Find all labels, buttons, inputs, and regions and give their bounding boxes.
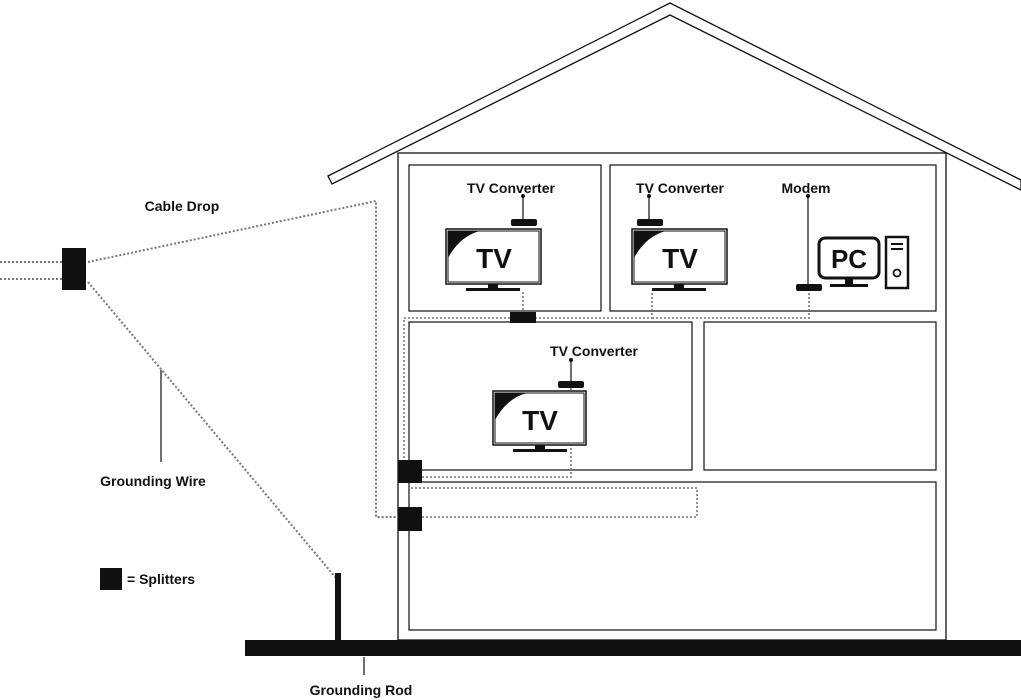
- tv-icon: TV: [632, 229, 727, 291]
- tv-converter-label: TV Converter: [550, 343, 638, 359]
- splitter-legend-icon: [100, 568, 122, 590]
- splitters-legend-label: = Splitters: [127, 571, 195, 587]
- room-basement: [409, 482, 936, 630]
- tv-label: TV: [476, 243, 512, 274]
- tv-label: TV: [522, 405, 558, 436]
- pc-tower-icon: [886, 237, 908, 288]
- tv-converter-label: TV Converter: [467, 180, 555, 196]
- cable-drop-label: Cable Drop: [145, 198, 220, 214]
- tv-label: TV: [662, 243, 698, 274]
- grounding-rod: [335, 573, 341, 641]
- converter-box-icon: [558, 381, 584, 388]
- ground-line: [245, 640, 1021, 656]
- splitter-icon: [398, 460, 422, 483]
- splitter-icon: [62, 248, 86, 290]
- modem-label: Modem: [782, 180, 831, 196]
- tv-icon: TV: [446, 229, 541, 291]
- grounding-rod-label: Grounding Rod: [310, 682, 413, 698]
- pc-label: PC: [831, 244, 867, 274]
- splitter-icon: [510, 312, 536, 323]
- room-middle-right: [704, 322, 936, 470]
- modem-box-icon: [796, 284, 822, 291]
- tv-converter-label: TV Converter: [636, 180, 724, 196]
- converter-box-icon: [637, 219, 663, 226]
- splitter-icon: [398, 507, 422, 531]
- converter-box-icon: [511, 219, 537, 226]
- tv-icon: TV: [493, 391, 586, 452]
- grounding-wire-label: Grounding Wire: [100, 473, 206, 489]
- house-roof: [328, 3, 1021, 190]
